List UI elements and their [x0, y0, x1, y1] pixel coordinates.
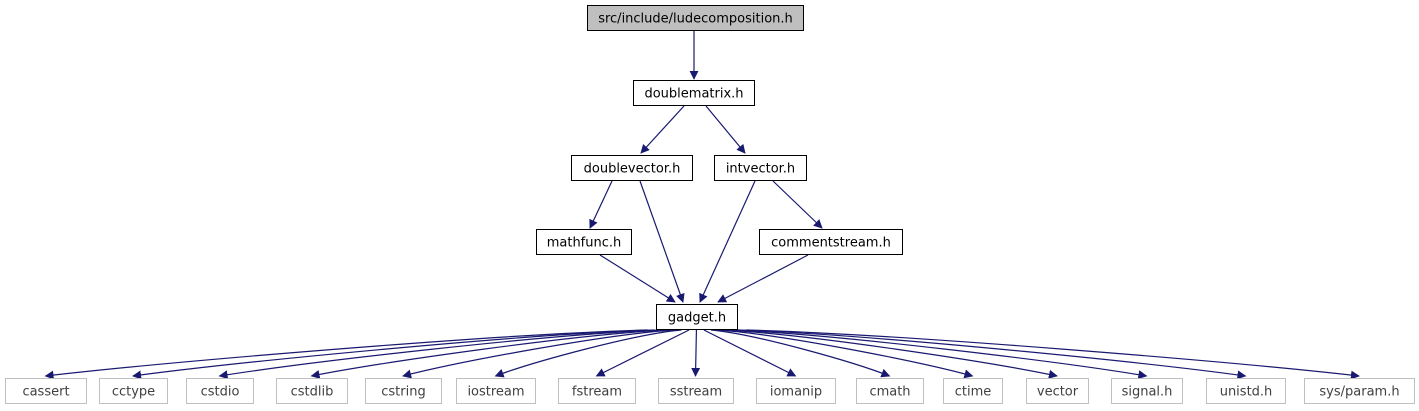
edge-commentstream-to-gadget: [717, 254, 809, 303]
node-fstream-label: fstream: [572, 385, 622, 400]
node-cstdlib-box: [276, 378, 348, 404]
edge-gadget-to-ctime: [717, 329, 974, 379]
edge-doublevector-to-gadget: [639, 180, 685, 303]
edge-gadget-to-iostream: [494, 329, 682, 378]
node-cmath: cmath: [856, 378, 924, 404]
edge-gadget-to-cstdlib: [310, 329, 668, 379]
edge-gadget-to-vector: [723, 329, 1058, 379]
node-root-box: [587, 5, 804, 31]
edge-doublevector-to-mathfunc: [589, 180, 613, 229]
node-gadget[interactable]: gadget.h: [656, 304, 738, 330]
node-cmath-label: cmath: [869, 385, 910, 400]
node-cstdio-box: [186, 378, 254, 404]
node-signal-box: [1111, 378, 1183, 404]
node-unistd-box: [1206, 378, 1286, 404]
node-doublematrix-label: doublematrix.h: [644, 87, 743, 102]
node-doublevector-box: [571, 155, 693, 181]
node-sstream-label: sstream: [670, 385, 722, 400]
node-doublematrix[interactable]: doublematrix.h: [633, 80, 755, 106]
edge-intvector-to-gadget: [699, 180, 756, 303]
edge-doublematrix-to-doublevector: [640, 105, 685, 154]
node-cctype: cctype: [99, 378, 168, 404]
node-cassert-box: [5, 378, 87, 404]
node-root[interactable]: src/include/ludecomposition.h: [587, 5, 804, 31]
node-iomanip-box: [756, 378, 836, 404]
node-cassert: cassert: [5, 378, 87, 404]
node-iostream-label: iostream: [467, 385, 524, 400]
node-commentstream-label: commentstream.h: [771, 236, 891, 251]
edge-doublematrix-to-intvector: [705, 105, 746, 154]
edge-intvector-to-commentstream: [772, 180, 823, 229]
node-iomanip-label: iomanip: [770, 385, 822, 400]
node-signal-label: signal.h: [1122, 385, 1173, 400]
node-commentstream-box: [759, 229, 903, 255]
node-doublevector[interactable]: doublevector.h: [571, 155, 693, 181]
node-intvector-label: intvector.h: [726, 162, 795, 177]
node-signal: signal.h: [1111, 378, 1183, 404]
node-vector-box: [1026, 378, 1089, 404]
edge-gadget-to-fstream: [595, 329, 690, 377]
edge-gadget-to-cctype: [132, 329, 655, 380]
node-vector: vector: [1026, 378, 1089, 404]
node-iostream: iostream: [456, 378, 536, 404]
edge-gadget-to-unistd: [737, 329, 1247, 380]
node-doublevector-label: doublevector.h: [584, 162, 681, 177]
node-sstream-box: [658, 378, 734, 404]
node-mathfunc[interactable]: mathfunc.h: [536, 229, 632, 255]
node-sysparam-box: [1304, 378, 1415, 404]
node-sysparam-label: sys/param.h: [1319, 385, 1399, 400]
node-gadget-label: gadget.h: [668, 311, 726, 326]
edge-gadget-to-cmath: [710, 329, 891, 378]
node-cstring-box: [365, 378, 442, 404]
node-cstdlib-label: cstdlib: [291, 385, 334, 400]
node-cstring: cstring: [365, 378, 442, 404]
node-cstdio-label: cstdio: [201, 385, 240, 400]
node-unistd: unistd.h: [1206, 378, 1286, 404]
node-vector-label: vector: [1037, 385, 1079, 400]
node-intvector[interactable]: intvector.h: [714, 155, 807, 181]
edge-mathfunc-to-gadget: [599, 254, 676, 303]
node-cctype-label: cctype: [112, 385, 155, 400]
edge-gadget-to-cassert: [44, 329, 648, 380]
node-cstring-label: cstring: [381, 385, 425, 400]
node-sysparam: sys/param.h: [1304, 378, 1415, 404]
node-doublematrix-box: [633, 80, 755, 106]
node-root-label: src/include/ludecomposition.h: [598, 12, 793, 27]
edge-gadget-to-iomanip: [703, 329, 797, 377]
node-mathfunc-box: [536, 229, 632, 255]
node-cctype-box: [99, 378, 168, 404]
edges: [44, 30, 1360, 380]
node-ctime-box: [943, 378, 1003, 404]
node-ctime: ctime: [943, 378, 1003, 404]
edge-gadget-to-cstring: [402, 329, 675, 379]
node-intvector-box: [714, 155, 807, 181]
node-iostream-box: [456, 378, 536, 404]
node-unistd-label: unistd.h: [1220, 385, 1273, 400]
node-mathfunc-label: mathfunc.h: [547, 236, 622, 251]
node-gadget-box: [656, 304, 738, 330]
node-commentstream[interactable]: commentstream.h: [759, 229, 903, 255]
node-iomanip: iomanip: [756, 378, 836, 404]
node-sstream: sstream: [658, 378, 734, 404]
edge-gadget-to-signal: [730, 329, 1148, 380]
node-cstdio: cstdio: [186, 378, 254, 404]
edge-gadget-to-sysparam: [746, 329, 1360, 380]
node-fstream: fstream: [558, 378, 636, 404]
node-cstdlib: cstdlib: [276, 378, 348, 404]
node-cmath-box: [856, 378, 924, 404]
node-cassert-label: cassert: [22, 385, 69, 400]
node-ctime-label: ctime: [955, 385, 992, 400]
node-fstream-box: [558, 378, 636, 404]
nodes: src/include/ludecomposition.h doublematri…: [5, 5, 1415, 404]
edge-gadget-to-sstream: [691, 329, 701, 377]
edge-gadget-to-cstdio: [218, 329, 661, 380]
